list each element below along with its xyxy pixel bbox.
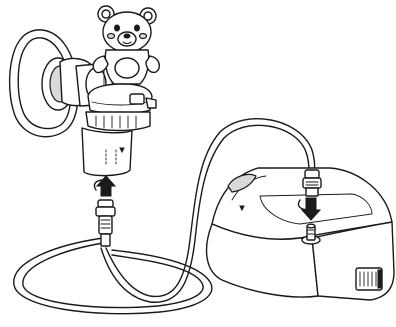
arrow-up-icon — [94, 176, 115, 196]
vent-grille — [356, 268, 382, 290]
tube-connector-top — [303, 170, 321, 196]
medication-chamber — [82, 84, 156, 176]
compressor-unit — [207, 168, 394, 300]
